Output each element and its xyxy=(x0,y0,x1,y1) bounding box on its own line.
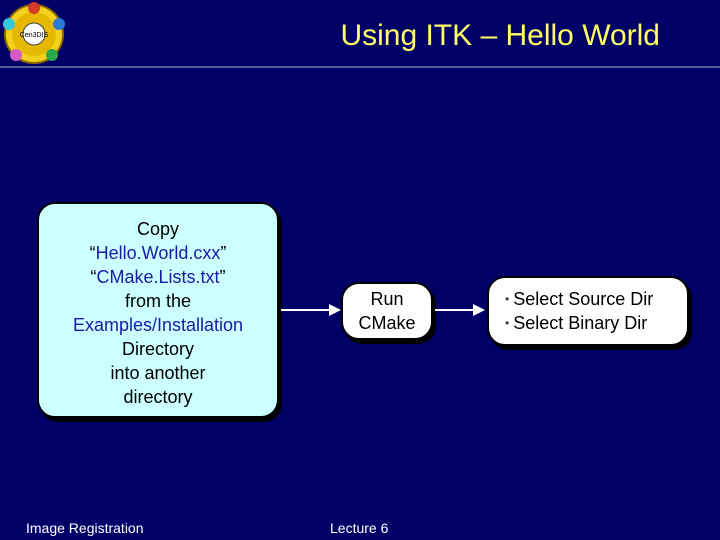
run-cmake-box: Run CMake xyxy=(341,282,433,340)
cen3dis-logo: Cen3DIS xyxy=(3,2,65,64)
dest-text: directory xyxy=(123,387,193,407)
logo-text: Cen3DIS xyxy=(20,32,49,39)
file-name-hello: Hello.World.cxx xyxy=(95,243,221,263)
title-divider xyxy=(0,66,720,68)
into-text: into another xyxy=(110,363,206,383)
bullet-icon: • xyxy=(505,292,510,306)
select-binary-text: Select Binary Dir xyxy=(513,313,648,333)
footer-course: Image Registration xyxy=(26,520,144,536)
source-path: Examples/Installation xyxy=(72,315,244,335)
bullet-item: •Select Source Dir xyxy=(505,287,687,311)
arrow-right-icon xyxy=(435,304,485,316)
cmake-label: CMake xyxy=(358,313,416,333)
select-source-text: Select Source Dir xyxy=(513,289,654,309)
copy-step-box: Copy “Hello.World.cxx” “CMake.Lists.txt”… xyxy=(37,202,279,418)
copy-label: Copy xyxy=(136,219,180,239)
from-text: from the xyxy=(124,291,192,311)
bullet-icon: • xyxy=(505,316,510,330)
run-label: Run xyxy=(370,289,404,309)
file-hello-world: “Hello.World.cxx” xyxy=(89,243,227,263)
arrow-right-icon xyxy=(281,304,341,316)
slide-title: Using ITK – Hello World xyxy=(340,19,660,52)
bullet-item: •Select Binary Dir xyxy=(505,311,687,335)
footer-lecture: Lecture 6 xyxy=(330,520,389,536)
file-name-cmake: CMake.Lists.txt xyxy=(96,267,220,287)
select-dirs-box: •Select Source Dir •Select Binary Dir xyxy=(487,276,689,346)
file-cmakelists: “CMake.Lists.txt” xyxy=(90,267,226,287)
directory-text: Directory xyxy=(121,339,194,359)
